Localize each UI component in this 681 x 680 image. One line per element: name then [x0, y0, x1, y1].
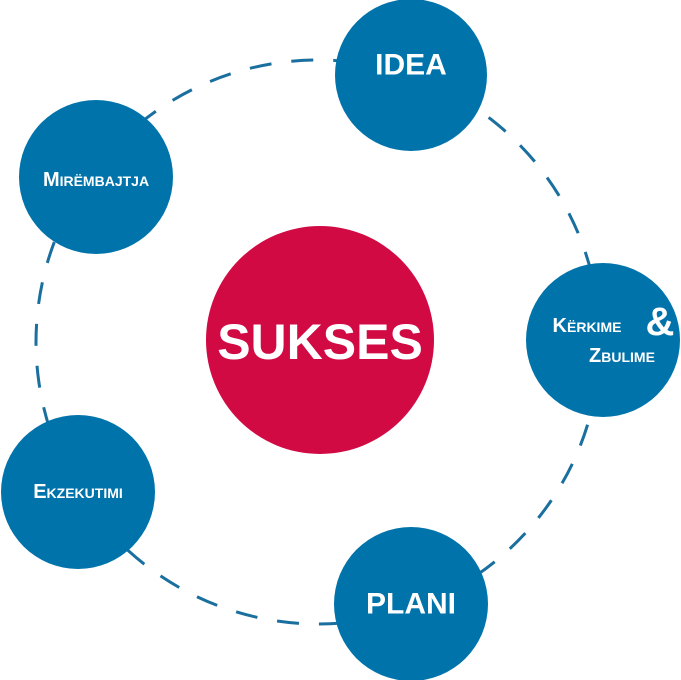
- node-ekzekutimi-label: Ekzekutimi: [33, 481, 123, 503]
- node-kerkime-circle: [526, 263, 680, 417]
- center-label: SUKSES: [217, 314, 423, 370]
- node-kerkime-line1: Kërkime: [553, 315, 622, 337]
- node-idea-label: IDEA: [375, 49, 447, 82]
- node-kerkime-amp: &: [646, 300, 675, 344]
- node-plani-label: PLANI: [366, 588, 456, 621]
- node-idea: IDEA: [335, 0, 487, 151]
- node-ekzekutimi: Ekzekutimi: [1, 415, 155, 569]
- node-mirembajtja-circle: [19, 100, 173, 254]
- node-mirembajtja: Mirëmbajtja: [19, 100, 173, 254]
- node-mirembajtja-label: Mirëmbajtja: [43, 169, 149, 191]
- node-idea-circle: [335, 0, 487, 151]
- node-ekzekutimi-circle: [1, 415, 155, 569]
- node-plani-circle: [334, 527, 488, 680]
- center-node: SUKSES: [206, 226, 434, 454]
- node-plani: PLANI: [334, 527, 488, 680]
- center-circle: [206, 226, 434, 454]
- node-kerkime-line2: Zbulime: [589, 345, 655, 367]
- node-kerkime-zbulime: Kërkime & Zbulime: [526, 263, 680, 417]
